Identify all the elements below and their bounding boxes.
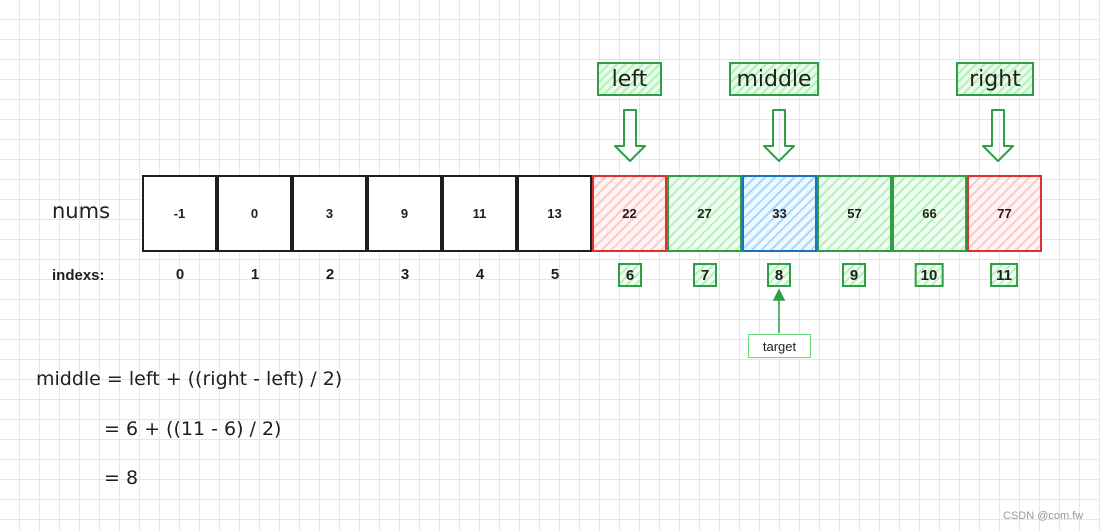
index-box: 9	[842, 263, 866, 287]
index-box: 6	[618, 263, 642, 287]
middle-pointer-label: middle	[729, 62, 819, 96]
watermark: CSDN @com.fw	[1003, 510, 1084, 522]
array-cell: 9	[367, 175, 442, 252]
index-box: 8	[767, 263, 791, 287]
array-cell: 27	[667, 175, 742, 252]
indexs-label: indexs:	[52, 267, 105, 284]
formula-line-3: = 8	[104, 467, 139, 489]
right-pointer-label: right	[956, 62, 1034, 96]
array-cell: 57	[817, 175, 892, 252]
index-label: 5	[550, 266, 560, 283]
target-arrow-icon	[772, 288, 786, 333]
target-label: target	[748, 334, 811, 358]
formula-line-2: = 6 + ((11 - 6) / 2)	[104, 418, 282, 440]
index-box: 11	[990, 263, 1018, 287]
left-down-arrow-icon	[614, 109, 646, 162]
array-cell-left: 22	[592, 175, 667, 252]
array-cell: 13	[517, 175, 592, 252]
nums-label: nums	[52, 199, 111, 223]
array-cell: 3	[292, 175, 367, 252]
index-box: 10	[914, 263, 944, 287]
index-label: 3	[400, 266, 410, 283]
array-cell-right: 77	[967, 175, 1042, 252]
array-cell: 0	[217, 175, 292, 252]
index-box: 7	[693, 263, 717, 287]
array-cell-middle: 33	[742, 175, 817, 252]
index-label: 2	[325, 266, 335, 283]
middle-down-arrow-icon	[763, 109, 795, 162]
array-cell: -1	[142, 175, 217, 252]
array-cell: 66	[892, 175, 967, 252]
index-label: 0	[175, 266, 185, 283]
formula-line-1: middle = left + ((right - left) / 2)	[36, 368, 343, 390]
left-pointer-label: left	[597, 62, 662, 96]
index-label: 4	[475, 266, 485, 283]
array-cell: 11	[442, 175, 517, 252]
right-down-arrow-icon	[982, 109, 1014, 162]
index-label: 1	[250, 266, 260, 283]
